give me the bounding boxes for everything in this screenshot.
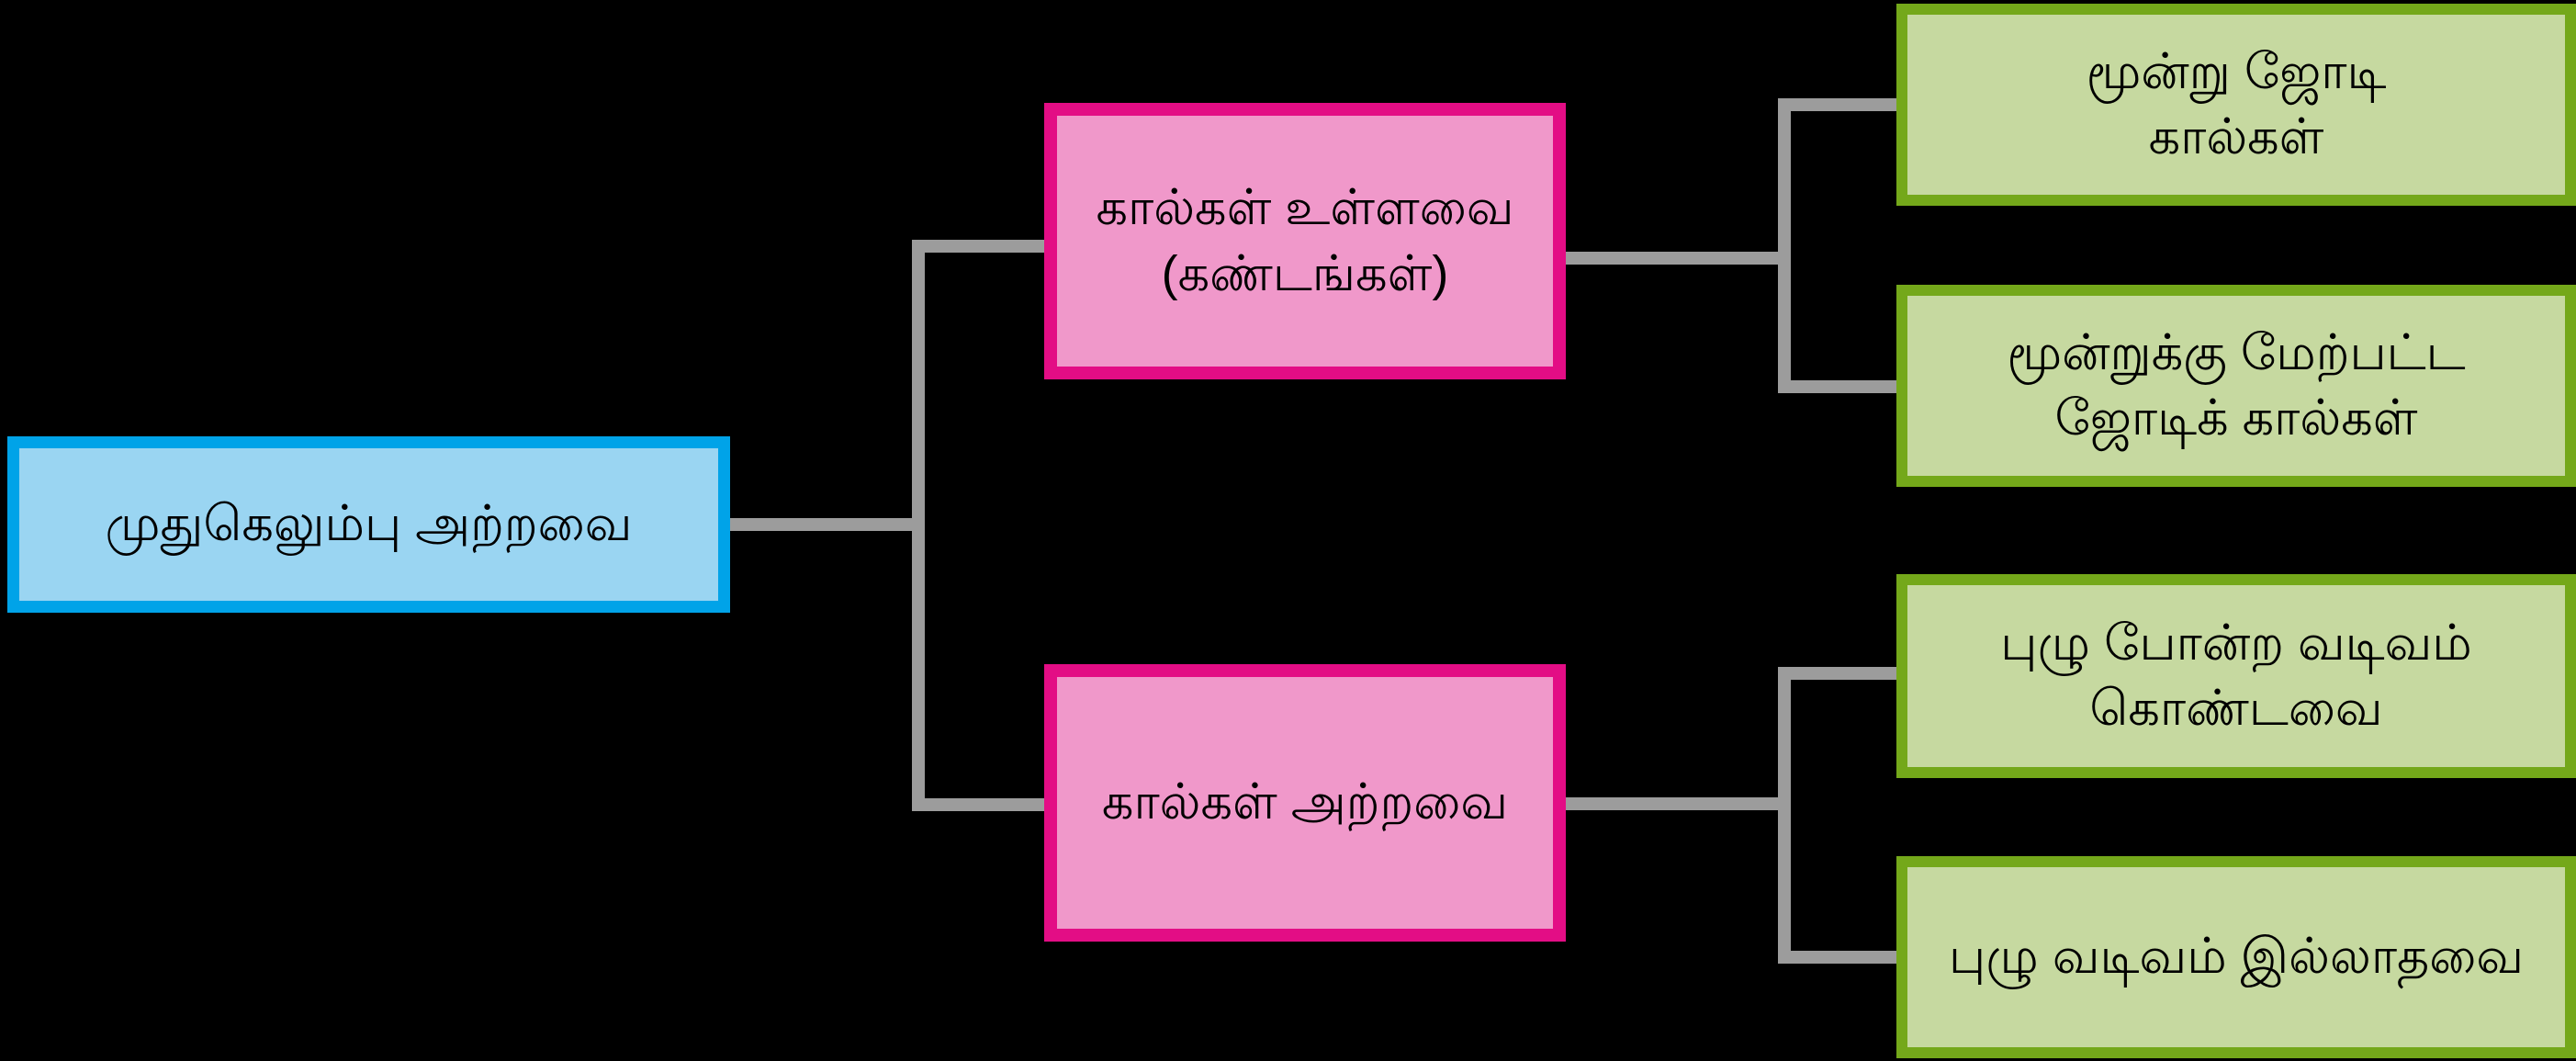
node-invertebrates-root: முதுகெலும்பு அற்றவை [7, 436, 730, 613]
node-not-worm-shaped: புழு வடிவம் இல்லாதவை [1896, 856, 2576, 1058]
node-with-legs-segments: கால்கள் உள்ளவை (கண்டங்கள்) [1044, 103, 1566, 379]
node-three-pairs-of-legs: மூன்று ஜோடி கால்கள் [1896, 4, 2576, 206]
node-worm-shaped: புழு போன்ற வடிவம் கொண்டவை [1896, 574, 2576, 778]
connector-root-bracket [912, 240, 1044, 811]
node-without-legs: கால்கள் அற்றவை [1044, 664, 1566, 942]
node-more-than-three-pairs-of-legs: மூன்றுக்கு மேற்பட்ட ஜோடிக் கால்கள் [1896, 285, 2576, 487]
connector-without-legs-bracket [1778, 667, 1896, 964]
connector-with-legs-bracket [1778, 98, 1896, 393]
